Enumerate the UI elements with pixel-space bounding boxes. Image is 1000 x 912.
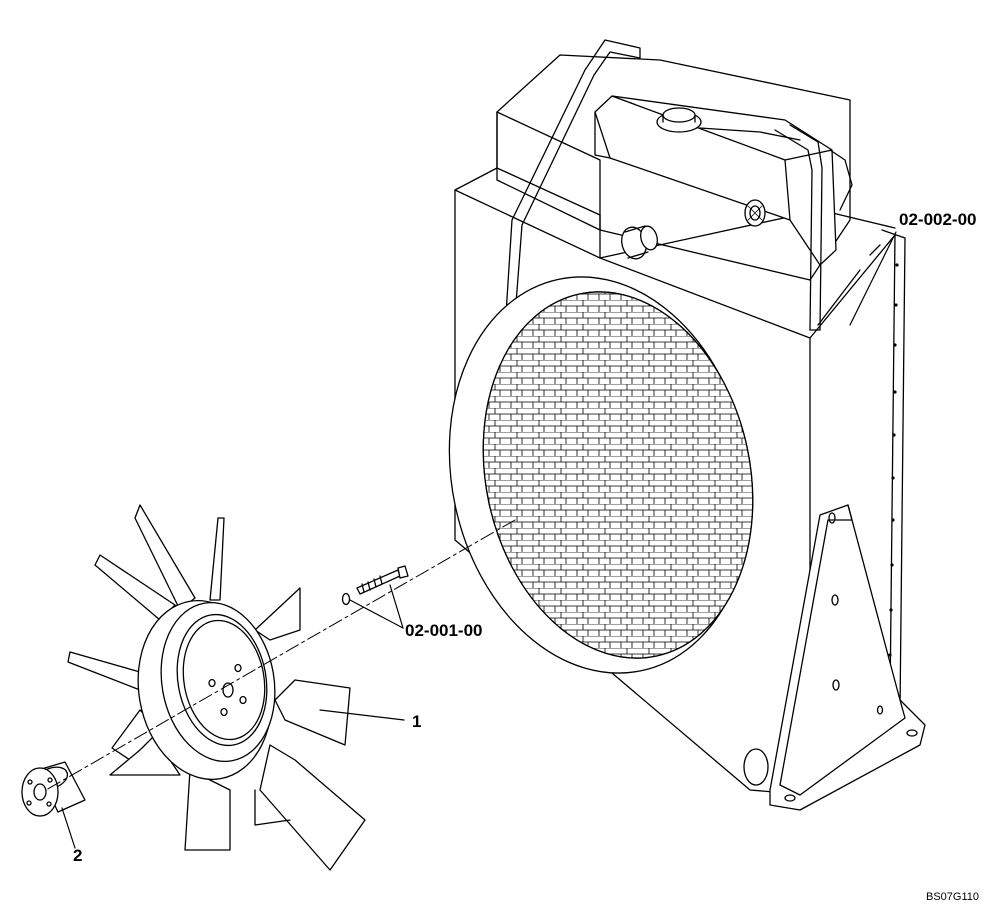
fan-spacer	[21, 761, 86, 817]
bolt-and-washer	[341, 565, 409, 606]
callout-fan: 1	[412, 712, 422, 731]
mounting-bracket	[769, 504, 926, 811]
leader-lines	[61, 231, 897, 849]
fan	[67, 504, 366, 871]
callout-radiator: 02-002-00	[899, 210, 977, 229]
assembly-centerline	[45, 519, 516, 791]
figure-id: BS07G110	[926, 891, 980, 903]
expansion-tank	[594, 95, 853, 266]
callout-spacer: 2	[73, 846, 83, 865]
overflow-pipe	[504, 39, 823, 331]
radiator-assembly	[448, 39, 926, 811]
callout-bolt-washer: 02-001-00	[405, 621, 483, 640]
